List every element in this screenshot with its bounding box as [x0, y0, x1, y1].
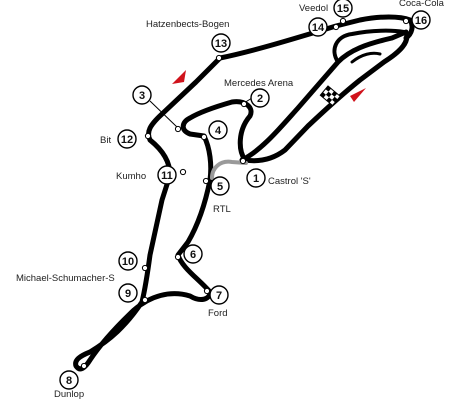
- corner-2: 2 Mercedes Arena: [224, 78, 294, 108]
- corner-number: 8: [66, 375, 72, 387]
- corner-apex-dot: [332, 23, 340, 31]
- direction-arrow-icon: [172, 70, 186, 84]
- corner-apex-dot: [141, 296, 149, 304]
- corner-number-badge: [132, 85, 152, 105]
- corner-1: 1 Castrol 'S': [239, 157, 311, 188]
- corner-number-badge: [250, 88, 270, 108]
- corner-number-badge: [209, 285, 229, 305]
- corner-number: 2: [257, 93, 263, 105]
- corner-name-label: Bit: [100, 135, 111, 146]
- corner-apex-dot: [215, 54, 223, 62]
- corner-apex-dot: [240, 100, 248, 108]
- corner-apex-dot: [144, 132, 152, 140]
- corner-name-label: Ford: [208, 308, 228, 319]
- corner-number: 4: [215, 125, 222, 137]
- track-main-loop: [73, 14, 415, 372]
- corner-number: 3: [139, 90, 145, 102]
- corner-number: 14: [312, 22, 325, 34]
- corner-number-badge: [333, 0, 353, 18]
- corner-name-label: Castrol 'S': [268, 176, 311, 187]
- track-pit-lane: [350, 51, 382, 64]
- track-outline: [239, 29, 410, 164]
- corner-4: 4: [200, 120, 228, 141]
- corner-apex-dot: [239, 157, 247, 165]
- corner-number: 1: [253, 173, 259, 185]
- corner-name-label: Michael-Schumacher-S: [16, 273, 115, 284]
- corner-apex-dot: [339, 17, 347, 25]
- corner-name-label: Coca-Cola: [399, 0, 445, 9]
- corner-number-badge: [208, 120, 228, 140]
- corner-name-label: Veedol: [299, 3, 328, 14]
- corner-name-label: Mercedes Arena: [224, 78, 294, 89]
- start-finish-flag-icon: [319, 85, 341, 107]
- corner-15: 15 Veedol: [299, 0, 353, 25]
- corner-name-label: Hatzenbects-Bogen: [146, 19, 229, 30]
- corner-number: 10: [122, 256, 134, 268]
- corner-apex-dot: [141, 264, 149, 272]
- corner-number: 11: [161, 170, 173, 182]
- corner-16: 16 Coca-Cola: [399, 0, 445, 30]
- corner-number-badge: [183, 244, 203, 264]
- corner-apex-dot: [200, 133, 208, 141]
- corner-number-badge: [118, 251, 138, 271]
- corner-13: 13 Hatzenbects-Bogen: [146, 19, 231, 62]
- corner-number: 6: [190, 249, 196, 261]
- corner-number-badge: [117, 129, 137, 149]
- corner-number-badge: [246, 168, 266, 188]
- corner-apex-dot: [179, 168, 187, 176]
- corner-number-badge: [59, 370, 79, 390]
- corner-number: 5: [217, 181, 223, 193]
- direction-arrow-icon: [350, 88, 366, 102]
- corner-apex-dot: [203, 287, 211, 295]
- corner-apex-dot: [174, 253, 182, 261]
- corner-number-badge: [118, 283, 138, 303]
- corner-3: 3: [132, 85, 182, 133]
- corner-apex-dot: [174, 125, 182, 133]
- leader-line: [149, 100, 179, 129]
- corner-11: 11 Kumho: [116, 165, 187, 185]
- corner-number-badge: [308, 17, 328, 37]
- corner-name-label: Dunlop: [54, 389, 84, 400]
- corner-number: 9: [125, 288, 131, 300]
- old-section: [210, 159, 248, 180]
- corner-apex-dot: [202, 177, 210, 185]
- corner-number: 15: [337, 3, 349, 15]
- corner-9: 9: [118, 283, 149, 304]
- corner-14: 14: [308, 17, 340, 37]
- corner-apex-dot: [80, 362, 88, 370]
- corner-number-badge: [157, 165, 177, 185]
- corner-number: 16: [415, 15, 427, 27]
- corner-name-label: RTL: [213, 204, 231, 215]
- corner-6: 6: [174, 244, 203, 264]
- track-inner-hairpin: [332, 28, 406, 64]
- corner-name-label: Kumho: [116, 171, 146, 182]
- corner-number-badge: [211, 33, 231, 53]
- corner-number-badge: [411, 10, 431, 30]
- corner-apex-dot: [402, 17, 410, 25]
- corner-number-badge: [210, 176, 230, 196]
- corner-number: 13: [215, 38, 227, 50]
- corner-number: 12: [121, 134, 133, 146]
- corner-12: 12 Bit: [100, 129, 152, 149]
- corner-number: 7: [216, 290, 222, 302]
